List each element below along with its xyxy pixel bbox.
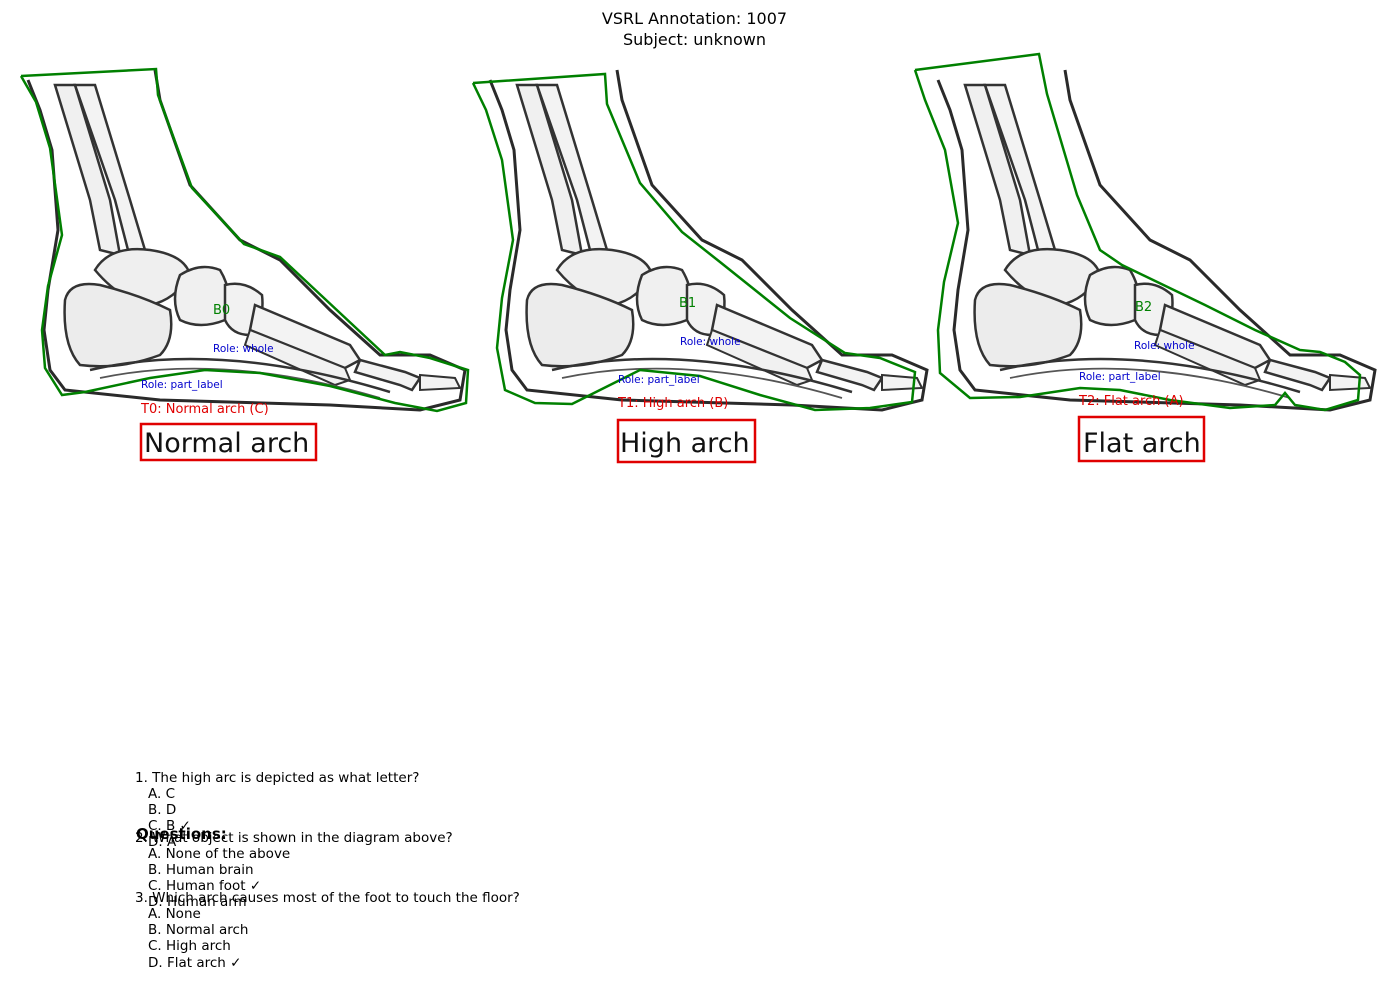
blob-label: B0 bbox=[213, 303, 230, 318]
annotation-title: VSRL Annotation: 1007 bbox=[601, 9, 788, 28]
blob-label: B1 bbox=[679, 296, 696, 311]
caption-box bbox=[139, 422, 318, 462]
answer-option: C. High arch bbox=[148, 938, 231, 954]
answer-option: B. Normal arch bbox=[148, 922, 249, 938]
caption-text: Normal arch bbox=[144, 428, 309, 459]
panel-flat-arch bbox=[913, 52, 1377, 463]
role-part-label: Role: part_label bbox=[1079, 371, 1161, 383]
panel-normal-arch bbox=[19, 67, 470, 462]
blob-label: B2 bbox=[1135, 300, 1152, 315]
caption-box bbox=[1077, 415, 1206, 463]
text-box-label: T0: Normal arch (C) bbox=[140, 402, 269, 417]
answer-option: D. Human arm bbox=[148, 894, 247, 910]
answer-option: A. None of the above bbox=[148, 846, 291, 862]
answer-option: D. A bbox=[148, 834, 177, 850]
answer-option: C. B ✓ bbox=[148, 818, 191, 834]
role-whole-label: Role: whole bbox=[1134, 340, 1195, 352]
answer-option: D. Flat arch ✓ bbox=[148, 955, 242, 971]
answer-option: A. C bbox=[148, 786, 176, 802]
foot-outline bbox=[471, 72, 917, 412]
role-whole-label: Role: whole bbox=[213, 343, 274, 355]
role-part-label: Role: part_label bbox=[141, 379, 223, 391]
foot-skeleton-image bbox=[488, 68, 929, 412]
answer-option: A. None bbox=[148, 906, 201, 922]
text-box-label: T1: High arch (B) bbox=[617, 396, 728, 411]
question-text: 1. The high arc is depicted as what lett… bbox=[135, 770, 420, 786]
caption-text: Flat arch bbox=[1083, 428, 1201, 459]
role-part-label: Role: part_label bbox=[618, 374, 700, 386]
annotation-subject: Subject: unknown bbox=[623, 30, 766, 49]
caption-text: High arch bbox=[620, 428, 750, 459]
foot-skeleton-image bbox=[26, 68, 467, 412]
foot-outline bbox=[913, 52, 1362, 412]
answer-option: C. Human foot ✓ bbox=[148, 878, 262, 894]
answer-option: B. D bbox=[148, 802, 177, 818]
question-text: 3. Which arch causes most of the foot to… bbox=[135, 890, 520, 906]
foot-outline bbox=[19, 67, 470, 413]
caption-box bbox=[616, 418, 757, 464]
role-whole-label: Role: whole bbox=[680, 336, 741, 348]
panel-high-arch bbox=[471, 68, 929, 464]
questions-heading: Questions: bbox=[136, 825, 227, 843]
question-text: 2. What object is shown in the diagram a… bbox=[135, 830, 453, 846]
answer-option: B. Human brain bbox=[148, 862, 254, 878]
text-box-label: T2: Flat arch (A) bbox=[1078, 394, 1184, 409]
foot-skeleton-image bbox=[936, 68, 1377, 412]
